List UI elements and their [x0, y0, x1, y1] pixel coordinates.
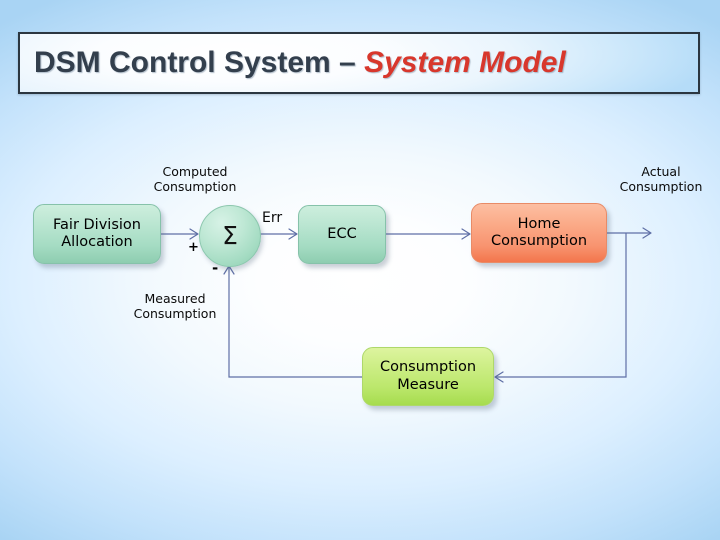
- block-home-consumption[interactable]: Home Consumption: [471, 203, 607, 263]
- block-fair-division-allocation-label: Fair Division Allocation: [53, 216, 141, 250]
- sigma-icon: Σ: [222, 220, 238, 250]
- title-main-text: DSM Control System: [34, 46, 331, 79]
- page-title: DSM Control System – System Model: [34, 46, 566, 80]
- block-consumption-measure-label: Consumption Measure: [379, 359, 477, 393]
- block-home-consumption-label: Home Consumption: [490, 215, 588, 249]
- label-measured-consumption: Measured Consumption: [133, 291, 217, 321]
- block-fair-division-allocation[interactable]: Fair Division Allocation: [33, 204, 161, 264]
- title-bar: DSM Control System – System Model: [18, 32, 700, 94]
- label-computed-consumption: Computed Consumption: [153, 164, 237, 194]
- connector-ecc-to-home: [386, 228, 471, 240]
- summing-junction[interactable]: Σ: [199, 205, 261, 267]
- title-accent-text: System Model: [364, 46, 566, 79]
- sum-positive-sign: +: [188, 240, 199, 255]
- connector-home-to-output: [607, 227, 652, 239]
- connector-fairdivision-to-sum: [161, 228, 199, 240]
- label-actual-consumption: Actual Consumption: [619, 164, 703, 194]
- block-consumption-measure[interactable]: Consumption Measure: [362, 347, 494, 406]
- label-err: Err: [262, 210, 283, 226]
- title-separator: –: [330, 46, 365, 79]
- connector-measure-to-sum: [223, 265, 362, 378]
- block-ecc-label: ECC: [327, 225, 357, 242]
- connector-sum-to-ecc: [259, 228, 298, 240]
- block-ecc[interactable]: ECC: [298, 205, 386, 264]
- sum-negative-sign: -: [212, 259, 219, 277]
